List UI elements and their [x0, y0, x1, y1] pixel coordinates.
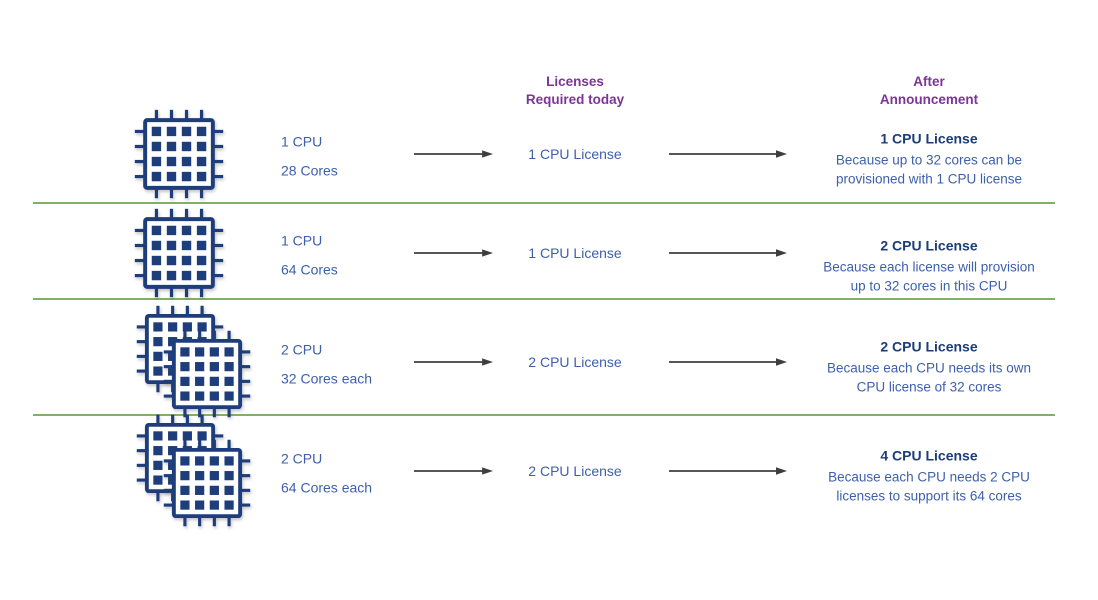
- license-result-title: 4 CPU License: [880, 447, 978, 464]
- after-announcement-result: 2 CPU License Because each license will …: [806, 238, 1052, 297]
- arrow-right-icon: [669, 149, 787, 159]
- licenses-required-today: 2 CPU License: [528, 354, 622, 370]
- core-count: 64 Cores: [281, 261, 338, 278]
- after-announcement-result: 2 CPU License Because each CPU needs its…: [806, 339, 1052, 398]
- license-result-explanation: Because each CPU needs its own CPU licen…: [826, 360, 1032, 395]
- cpu-count: 1 CPU: [281, 133, 323, 150]
- cpu-config: 1 CPU 28 Cores: [281, 134, 338, 179]
- row-1cpu-64cores: 1 CPU 64 Cores 1 CPU License 2 CPU Licen…: [0, 203, 1098, 303]
- row-1cpu-28cores: 1 CPU 28 Cores 1 CPU License 1 CPU Licen…: [0, 100, 1098, 208]
- cpu-chip-icon: [132, 206, 226, 300]
- licenses-required-today: 1 CPU License: [528, 146, 622, 162]
- core-count: 64 Cores each: [281, 479, 373, 496]
- license-result-title: 2 CPU License: [880, 237, 978, 254]
- column-header-after-announcement: After Announcement: [819, 73, 1039, 109]
- core-count: 28 Cores: [281, 162, 338, 179]
- cpu-count: 2 CPU: [281, 450, 323, 467]
- arrow-right-icon: [414, 149, 493, 159]
- licenses-required-today: 1 CPU License: [528, 245, 622, 261]
- header-line: After: [913, 74, 945, 89]
- cpu-chip-icon: [132, 107, 226, 201]
- license-result-explanation: Because each license will provision up t…: [823, 259, 1035, 294]
- column-header-licenses-required-today: Licenses Required today: [465, 73, 685, 109]
- arrow-right-icon: [669, 466, 787, 476]
- core-count: 32 Cores each: [281, 370, 373, 387]
- cpu-count: 1 CPU: [281, 232, 323, 249]
- licenses-required-today: 2 CPU License: [528, 463, 622, 479]
- row-divider: [33, 202, 1055, 204]
- cpu-config: 2 CPU 32 Cores each: [281, 342, 372, 387]
- row-2cpu-32cores: 2 CPU 32 Cores each 2 CPU License 2 CPU …: [0, 299, 1098, 425]
- arrow-right-icon: [414, 357, 493, 367]
- arrow-right-icon: [669, 357, 787, 367]
- license-result-title: 1 CPU License: [880, 130, 978, 147]
- arrow-right-icon: [414, 466, 493, 476]
- header-line: Required today: [525, 92, 625, 108]
- header-line: Announcement: [879, 92, 979, 108]
- cpu-chip-icon: [134, 412, 254, 530]
- license-result-title: 2 CPU License: [880, 338, 978, 355]
- header-line: Licenses: [546, 74, 604, 89]
- cpu-count: 2 CPU: [281, 341, 323, 358]
- row-2cpu-64cores: 2 CPU 64 Cores each 2 CPU License 4 CPU …: [0, 415, 1098, 527]
- after-announcement-result: 1 CPU License Because up to 32 cores can…: [806, 131, 1052, 190]
- row-divider: [33, 298, 1055, 300]
- cpu-config: 1 CPU 64 Cores: [281, 233, 338, 278]
- arrow-right-icon: [414, 248, 493, 258]
- license-result-explanation: Because each CPU needs 2 CPU licenses to…: [828, 469, 1030, 504]
- license-result-explanation: Because up to 32 cores can be provisione…: [835, 152, 1023, 187]
- arrow-right-icon: [669, 248, 787, 258]
- cpu-chip-icon: [134, 303, 254, 421]
- cpu-config: 2 CPU 64 Cores each: [281, 451, 372, 496]
- after-announcement-result: 4 CPU License Because each CPU needs 2 C…: [806, 448, 1052, 507]
- row-divider: [33, 414, 1055, 416]
